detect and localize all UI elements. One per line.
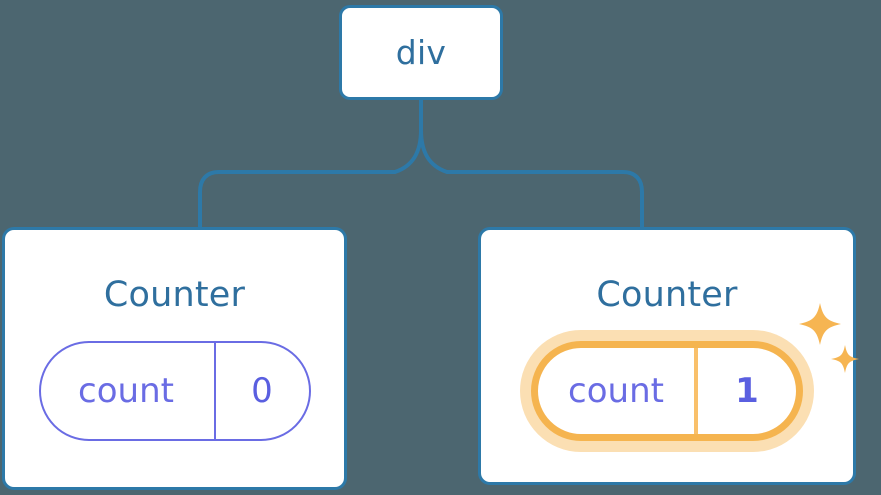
state-pill-wrapper: count 1 xyxy=(520,303,859,452)
node-label: Counter xyxy=(103,275,246,315)
state-pill[interactable]: count 0 xyxy=(38,341,311,441)
state-key: count xyxy=(538,348,698,434)
node-label: Counter xyxy=(596,275,738,315)
connector-left xyxy=(198,98,423,232)
state-value: 1 xyxy=(735,371,759,411)
state-pill-highlighted[interactable]: count 1 xyxy=(531,341,803,441)
state-value: 0 xyxy=(251,371,273,411)
node-label: div xyxy=(395,33,447,72)
sparkle-icon xyxy=(799,303,841,345)
sparkle-icon xyxy=(831,345,859,373)
node-counter-left[interactable]: Counter count 0 xyxy=(2,227,347,490)
connector-right xyxy=(419,98,644,232)
state-pill-wrapper: count 0 xyxy=(38,341,311,441)
node-root-div[interactable]: div xyxy=(339,5,503,100)
node-counter-right[interactable]: Counter count 1 xyxy=(478,227,859,485)
state-key: count xyxy=(41,343,216,439)
